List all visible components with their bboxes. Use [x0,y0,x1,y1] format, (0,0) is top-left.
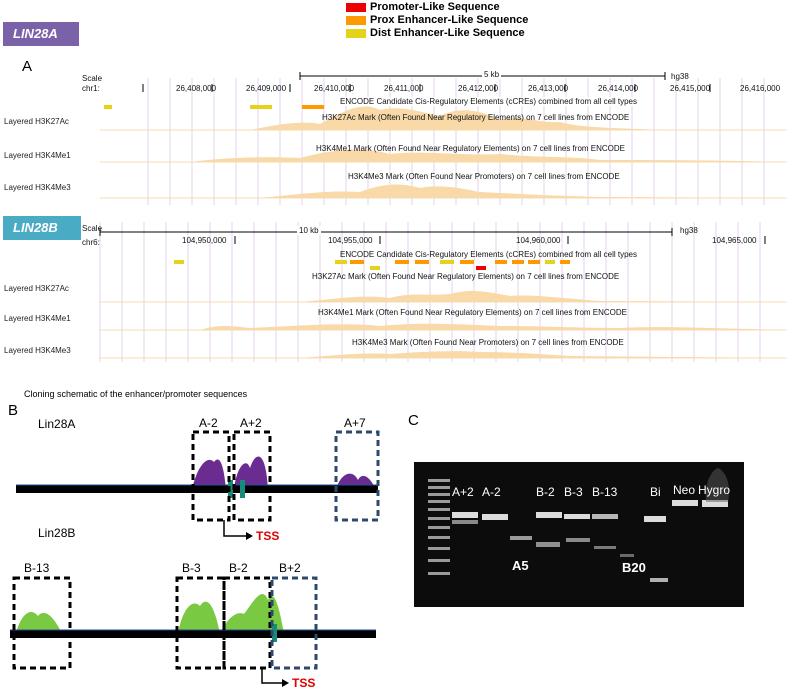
lane-label-hygro: Hygro [698,483,731,497]
box-label-b-minus-13: B-13 [24,561,50,575]
coord-tick-label: 26,416,000 [740,84,781,93]
lin28b-browser: Scale chr6: 10 kb hg38 104,950,000 104,9… [0,222,787,362]
track-label: Layered H3K4Me3 [4,183,71,192]
cloning-schematic: A-2 A+2 A+7 TSS B-13 B-3 B-2 B+2 TSS [0,410,400,695]
coord-tick-label: 26,415,000 [670,84,711,93]
encode-text: ENCODE Candidate Cis-Regulatory Elements… [340,250,637,259]
legend-item-promoter: Promoter-Like Sequence [346,1,500,13]
lane-label-b-minus-13: B-13 [592,485,618,499]
panel-b-letter: B [8,402,19,419]
chrom-label: chr6: [82,238,100,247]
track-label: Layered H3K27Ac [4,117,69,126]
chrom-label: chr1: [82,84,100,93]
scale-label: Scale [82,224,103,233]
lin28a-browser: Scale chr1: 5 kb hg38 26,408,000 26,409,… [0,70,787,205]
coord-tick-label: 104,960,000 [516,236,561,245]
lin28b-label: Lin28B [38,526,76,540]
lin28a-tag: LIN28A [3,22,79,46]
coord-tick-label: 26,413,000 [528,84,569,93]
legend-label: Promoter-Like Sequence [370,1,500,13]
track-desc: H3K4Me1 Mark (Often Found Near Regulator… [318,308,628,317]
box-label-a-plus-2: A+2 [240,416,262,430]
box-label-a-minus-2: A-2 [199,416,218,430]
lane-label-a-plus-2: A+2 [452,485,474,499]
track-desc: H3K4Me3 Mark (Often Found Near Promoters… [352,338,624,347]
scale-text: 10 kb [297,226,321,235]
track-desc: H3K4Me1 Mark (Often Found Near Regulator… [316,144,626,153]
scale-text: 5 kb [482,70,502,79]
panel-c-letter: C [408,412,419,429]
legend-item-prox-enhancer: Prox Enhancer-Like Sequence [346,14,528,26]
promoter-swatch [346,2,366,12]
legend-label: Prox Enhancer-Like Sequence [370,14,529,26]
assembly-label: hg38 [671,72,689,81]
coord-tick-label: 26,414,000 [598,84,639,93]
box-label-b-minus-3: B-3 [182,561,201,575]
track-label: Layered H3K27Ac [4,284,69,293]
cloning-schematic-graphic [10,430,380,687]
coord-tick-label: 26,408,000 [176,84,217,93]
prox-enhancer-swatch [346,15,366,25]
legend-item-dist-enhancer: Dist Enhancer-Like Sequence [346,27,525,39]
tss-label-a: TSS [256,529,280,543]
panel-a-letter: A [22,58,33,75]
tss-label-b: TSS [292,676,316,690]
lin28a-label: Lin28A [38,417,76,431]
coord-tick-label: 26,409,000 [246,84,287,93]
scale-label: Scale [82,74,103,83]
lane-label-a5: A5 [512,558,529,573]
lane-label-b-minus-2: B-2 [536,485,555,499]
coord-tick-label: 104,955,000 [328,236,373,245]
coord-tick-label: 26,411,000 [384,84,424,93]
assembly-label: hg38 [680,226,698,235]
lane-label-b-minus-3: B-3 [564,485,583,499]
coord-tick-label: 26,412,000 [458,84,499,93]
track-label: Layered H3K4Me1 [4,151,71,160]
box-label-b-plus-2: B+2 [279,561,301,575]
track-label: Layered H3K4Me1 [4,314,71,323]
lane-label-a-minus-2: A-2 [482,485,501,499]
gel-bands [428,468,730,582]
dist-enhancer-swatch [346,28,366,38]
lin28b-tag: LIN28B [3,216,81,240]
coord-tick-label: 104,950,000 [182,236,227,245]
lane-label-neo: Neo [673,483,696,497]
box-label-b-minus-2: B-2 [229,561,248,575]
encode-text: ENCODE Candidate Cis-Regulatory Elements… [340,97,637,106]
lane-label-b20: B20 [622,560,646,575]
coord-tick-label: 104,965,000 [712,236,757,245]
track-desc: H3K27Ac Mark (Often Found Near Regulator… [312,272,620,281]
gel-image: A+2 A-2 B-2 B-3 B-13 Bi Neo Hygro A5 B20 [414,462,744,607]
coord-tick-label: 26,410,000 [314,84,355,93]
lin28b-browser-graphic [99,222,787,362]
track-desc: H3K4Me3 Mark (Often Found Near Promoters… [348,172,620,181]
panel-b-title: Cloning schematic of the enhancer/promot… [24,389,248,399]
track-desc: H3K27Ac Mark (Often Found Near Regulator… [322,113,630,122]
track-label: Layered H3K4Me3 [4,346,71,355]
legend-label: Dist Enhancer-Like Sequence [370,27,525,39]
box-label-a-plus-7: A+7 [344,416,366,430]
lane-label-bi: Bi [650,485,661,499]
